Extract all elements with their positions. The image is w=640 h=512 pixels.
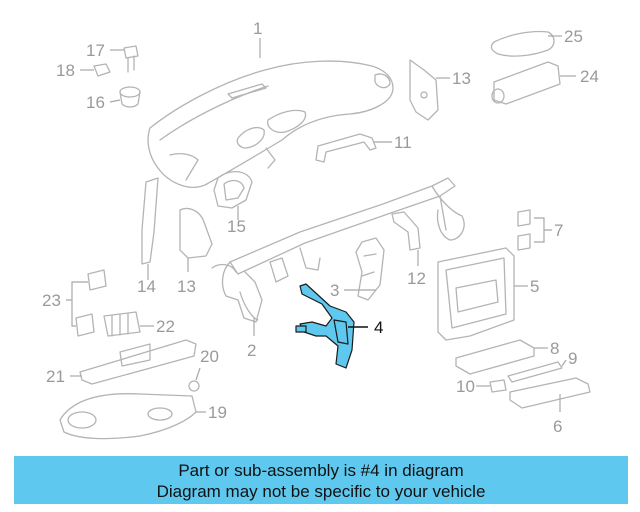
part-6-tray[interactable] bbox=[509, 377, 591, 409]
part-21-lower-trim[interactable] bbox=[79, 339, 197, 385]
part-1-dashboard[interactable] bbox=[147, 60, 394, 188]
info-banner: Part or sub-assembly is #4 in diagram Di… bbox=[14, 456, 628, 504]
part-16-knob[interactable] bbox=[119, 86, 141, 108]
callout-13-lower[interactable]: 13 bbox=[177, 277, 196, 296]
callout-25[interactable]: 25 bbox=[564, 27, 583, 46]
callout-24[interactable]: 24 bbox=[580, 67, 599, 86]
part-10-clip[interactable] bbox=[489, 379, 507, 393]
callout-labels: 1 2 3 4 5 6 7 8 9 10 11 12 13 13 14 15 1… bbox=[42, 19, 599, 436]
callout-2[interactable]: 2 bbox=[247, 341, 256, 360]
leader-lines bbox=[66, 35, 576, 413]
part-19-lower-panel[interactable] bbox=[59, 393, 197, 440]
callout-8[interactable]: 8 bbox=[550, 339, 559, 358]
callout-1[interactable]: 1 bbox=[253, 19, 262, 38]
part-9-strip[interactable] bbox=[507, 361, 563, 383]
banner-line-disclaimer: Diagram may not be specific to your vehi… bbox=[156, 482, 486, 501]
callout-7[interactable]: 7 bbox=[554, 221, 563, 240]
callout-23[interactable]: 23 bbox=[42, 291, 61, 310]
part-20-clip[interactable] bbox=[188, 380, 200, 392]
callout-12[interactable]: 12 bbox=[407, 269, 426, 288]
part-12-brace[interactable] bbox=[391, 211, 421, 251]
callout-18[interactable]: 18 bbox=[56, 61, 75, 80]
callout-16[interactable]: 16 bbox=[86, 93, 105, 112]
part-23-connectors[interactable] bbox=[75, 269, 107, 337]
callout-5[interactable]: 5 bbox=[530, 277, 539, 296]
callout-10[interactable]: 10 bbox=[456, 377, 475, 396]
callout-17[interactable]: 17 bbox=[86, 41, 105, 60]
callout-14[interactable]: 14 bbox=[137, 277, 156, 296]
callout-11[interactable]: 11 bbox=[394, 133, 412, 152]
part-17-connector[interactable] bbox=[123, 45, 139, 73]
part-14-pillar-trim[interactable] bbox=[141, 177, 159, 265]
callout-22[interactable]: 22 bbox=[156, 317, 175, 336]
callout-19[interactable]: 19 bbox=[208, 403, 227, 422]
part-13-end-cap-upper[interactable] bbox=[409, 59, 439, 121]
callout-4[interactable]: 4 bbox=[374, 318, 383, 337]
part-11-bracket[interactable] bbox=[315, 133, 377, 163]
callout-9[interactable]: 9 bbox=[568, 349, 577, 368]
part-2-cross-car-beam[interactable] bbox=[211, 177, 465, 323]
part-7-switches[interactable] bbox=[517, 209, 531, 251]
part-13-side-cover-lower[interactable] bbox=[179, 207, 213, 259]
part-25-cover[interactable] bbox=[490, 30, 555, 57]
callout-6[interactable]: 6 bbox=[553, 417, 562, 436]
part-4-bracket-highlighted[interactable] bbox=[295, 283, 355, 369]
banner-line-part-number: Part or sub-assembly is #4 in diagram bbox=[178, 461, 464, 480]
part-5-radio-bezel[interactable] bbox=[437, 247, 515, 341]
callout-3[interactable]: 3 bbox=[330, 281, 339, 300]
part-15-vent-housing[interactable] bbox=[213, 171, 253, 209]
part-22-switch-cluster[interactable] bbox=[103, 311, 141, 337]
callout-13-upper[interactable]: 13 bbox=[452, 69, 471, 88]
parts-diagram: 1 2 3 4 5 6 7 8 9 10 11 12 13 13 14 15 1… bbox=[42, 19, 599, 440]
part-8-panel[interactable] bbox=[455, 339, 535, 375]
part-18-cap[interactable] bbox=[93, 63, 111, 77]
callout-21[interactable]: 21 bbox=[46, 367, 65, 386]
part-24-airbag-module[interactable] bbox=[491, 61, 561, 105]
callout-20[interactable]: 20 bbox=[200, 347, 219, 366]
callout-15[interactable]: 15 bbox=[227, 217, 246, 236]
part-3-bracket[interactable] bbox=[355, 237, 385, 301]
